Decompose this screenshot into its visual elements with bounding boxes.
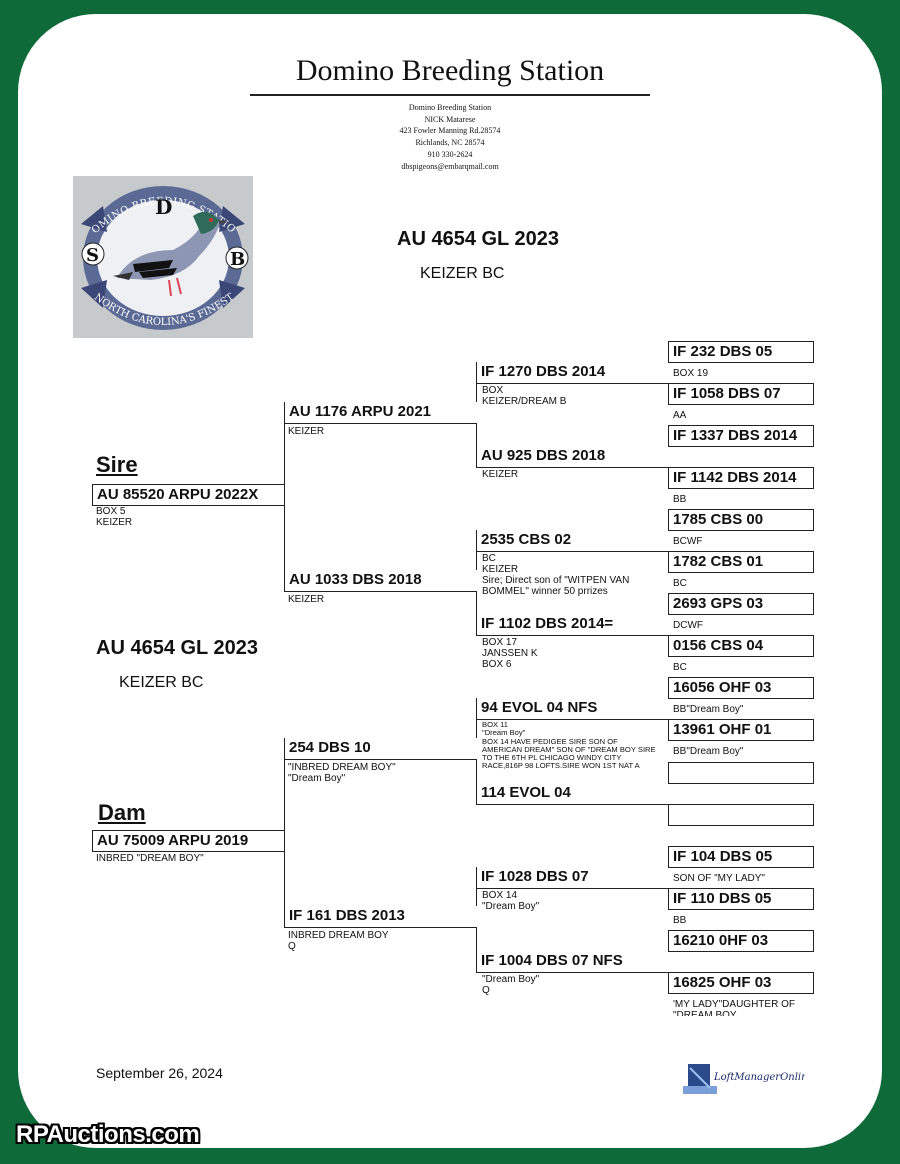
page-title: Domino Breeding Station — [295, 54, 605, 87]
gen4-notes-13: SON OF "MY LADY" — [673, 873, 765, 884]
gen4-band-12[interactable] — [668, 804, 814, 826]
station-logo-graphic: DOMINO BREEDING STATION NORTH CAROLINA'S… — [73, 176, 253, 338]
gen4-band-6[interactable]: 1782 CBS 01 — [668, 551, 814, 573]
title-rule — [250, 94, 650, 96]
subject-color: KEIZER BC — [119, 674, 204, 691]
gen3-band-4[interactable]: IF 1102 DBS 2014= — [476, 614, 669, 636]
gen2-notes-4: INBRED DREAM BOY Q — [288, 930, 389, 952]
gen4-notes-1: BOX 19 — [673, 368, 709, 379]
gen2-notes-1: KEIZER — [288, 426, 325, 437]
logo-letter-b: B — [230, 249, 245, 270]
subject-band-header: AU 4654 GL 2023 — [397, 228, 559, 250]
gen2-band-3[interactable]: 254 DBS 10 — [284, 738, 477, 760]
gen2-band-4[interactable]: IF 161 DBS 2013 — [284, 906, 477, 928]
gen4-notes-9: BB"Dream Boy" — [673, 704, 744, 715]
gen4-band-1[interactable]: IF 232 DBS 05 — [668, 341, 814, 363]
gen3-notes-8: "Dream Boy" Q — [482, 974, 540, 996]
logo-letter-s: S — [86, 245, 99, 266]
gen4-notes-16: 'MY LADY"DAUGHTER OF "DREAM BOY — [673, 999, 795, 1016]
gen4-notes-14: BB — [673, 915, 687, 926]
logo-letter-d: D — [155, 195, 172, 219]
gen3-notes-2: KEIZER — [482, 469, 519, 480]
gen4-band-8[interactable]: 0156 CBS 04 — [668, 635, 814, 657]
dam-label: Dam — [98, 800, 146, 825]
dam-band[interactable]: AU 75009 ARPU 2019 — [92, 830, 285, 852]
bracket-g2-2 — [476, 551, 477, 635]
subject-band: AU 4654 GL 2023 — [96, 637, 258, 659]
gen4-band-9[interactable]: 16056 OHF 03 — [668, 677, 814, 699]
gen4-notes-8: BC — [673, 662, 687, 673]
subject-color-header: KEIZER BC — [420, 265, 505, 282]
gen4-notes-2: AA — [673, 410, 687, 421]
contact-line: Domino Breeding Station — [408, 103, 492, 112]
gen3-notes-7: BOX 14 "Dream Boy" — [482, 890, 540, 912]
gen3-band-5[interactable]: 94 EVOL 04 NFS — [476, 698, 669, 720]
gen4-notes-4: BB — [673, 494, 687, 505]
gen2-band-2[interactable]: AU 1033 DBS 2018 — [284, 570, 477, 592]
sire-band[interactable]: AU 85520 ARPU 2022X — [92, 484, 285, 506]
gen3-band-3[interactable]: 2535 CBS 02 — [476, 530, 669, 552]
gen3-notes-3: BC KEIZER Sire; Direct son of "WITPEN VA… — [482, 553, 630, 597]
print-date: September 26, 2024 — [96, 1065, 223, 1081]
gen4-band-7[interactable]: 2693 GPS 03 — [668, 593, 814, 615]
gen4-band-2[interactable]: IF 1058 DBS 07 — [668, 383, 814, 405]
gen4-band-4[interactable]: IF 1142 DBS 2014 — [668, 467, 814, 489]
gen4-band-10[interactable]: 13961 OHF 01 — [668, 719, 814, 741]
station-logo: DOMINO BREEDING STATION NORTH CAROLINA'S… — [73, 176, 253, 338]
gen2-notes-2: KEIZER — [288, 594, 325, 605]
gen4-notes-7: DCWF — [673, 620, 703, 631]
sire-notes: BOX 5 KEIZER — [96, 506, 133, 528]
gen3-band-8[interactable]: IF 1004 DBS 07 NFS — [476, 951, 669, 973]
gen2-notes-3: "INBRED DREAM BOY" "Dream Boy" — [288, 762, 396, 784]
contact-block: Domino Breeding Station NICK Matarese 42… — [300, 102, 600, 172]
gen4-band-15[interactable]: 16210 0HF 03 — [668, 930, 814, 952]
contact-line: Richlands, NC 28574 — [415, 138, 485, 148]
gen4-band-5[interactable]: 1785 CBS 00 — [668, 509, 814, 531]
contact-line: 910 330-2624 — [427, 149, 473, 159]
loft-manager-text: LoftManagerOnline.com — [713, 1072, 805, 1083]
bracket-g2-1 — [476, 382, 477, 466]
contact-line: dbspigeons@embarqmail.com — [401, 161, 499, 171]
gen4-band-14[interactable]: IF 110 DBS 05 — [668, 888, 814, 910]
gen3-notes-1: BOX KEIZER/DREAM B — [482, 385, 567, 407]
watermark: RPAuctions.com — [16, 1121, 200, 1148]
pigeon-icon — [113, 211, 229, 297]
gen4-notes-5: BCWF — [673, 536, 703, 547]
gen4-band-11[interactable] — [668, 762, 814, 784]
gen3-band-2[interactable]: AU 925 DBS 2018 — [476, 446, 669, 468]
loft-manager-logo[interactable]: LoftManagerOnline.com — [680, 1058, 838, 1098]
gen3-notes-4: BOX 17 JANSSEN K BOX 6 — [482, 637, 538, 670]
gen3-band-1[interactable]: IF 1270 DBS 2014 — [476, 362, 669, 384]
gen3-notes-5: BOX 11 "Dream Boy" BOX 14 HAVE PEDIGEE S… — [482, 720, 656, 771]
gen4-band-3[interactable]: IF 1337 DBS 2014 — [668, 425, 814, 447]
gen4-band-13[interactable]: IF 104 DBS 05 — [668, 846, 814, 868]
bracket-g2-3 — [476, 719, 477, 803]
contact-line: 423 Fowler Manning Rd.28574 — [399, 126, 501, 136]
gen3-band-7[interactable]: IF 1028 DBS 07 — [476, 867, 669, 889]
gen4-notes-6: BC — [673, 578, 687, 589]
bracket-g2-4 — [476, 887, 477, 971]
gen2-band-1[interactable]: AU 1176 ARPU 2021 — [284, 402, 477, 424]
loft-manager-graphic: LoftManagerOnline.com — [683, 1064, 838, 1094]
contact-line: NICK Matarese — [424, 114, 476, 124]
gen3-band-6[interactable]: 114 EVOL 04 — [476, 783, 669, 805]
sire-label: Sire — [96, 452, 138, 477]
gen4-band-16[interactable]: 16825 OHF 03 — [668, 972, 814, 994]
dam-notes: INBRED "DREAM BOY" — [96, 853, 204, 864]
gen4-notes-10: BB"Dream Boy" — [673, 746, 744, 757]
